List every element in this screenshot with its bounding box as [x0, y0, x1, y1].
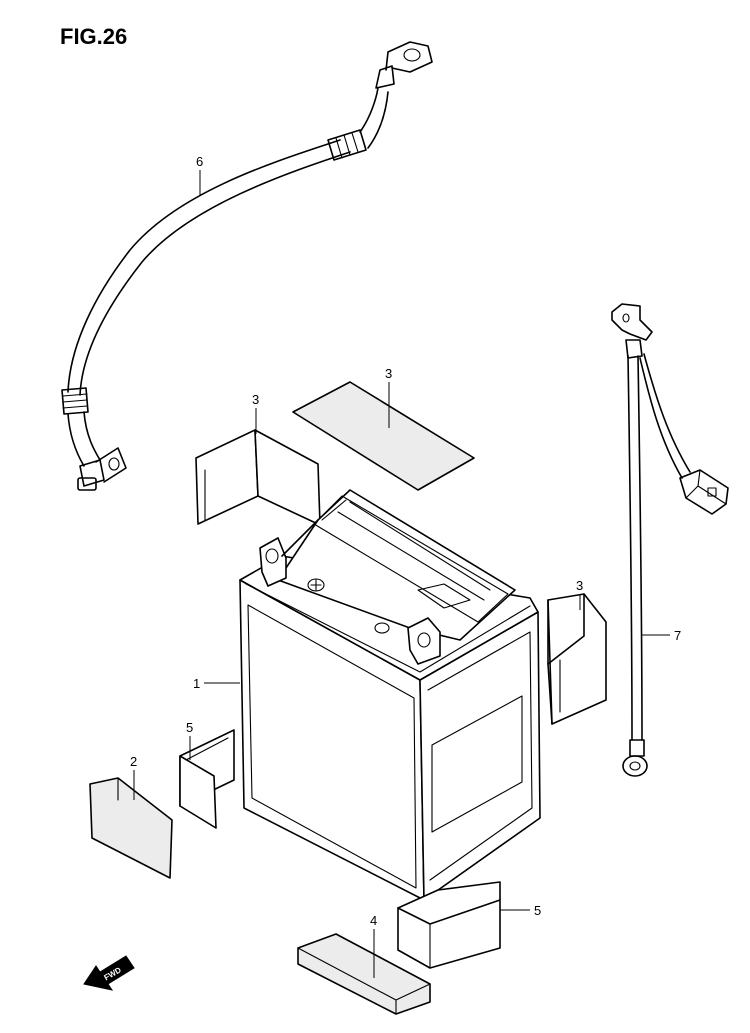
callout-3-right: 3 — [576, 578, 583, 610]
callout-7: 7 — [642, 628, 681, 643]
pad-part-3-right — [547, 593, 607, 725]
figure-title: FIG.26 — [60, 24, 127, 49]
callout-3-top: 3 — [385, 366, 392, 428]
pad-part-5-left — [179, 729, 235, 829]
callout-5-right: 5 — [500, 903, 541, 918]
fwd-arrow-icon: FWD — [83, 955, 135, 991]
pad-part-5-right — [397, 881, 501, 969]
battery-part-1 — [239, 489, 541, 901]
callout-6: 6 — [196, 154, 203, 196]
battery-cable-part-6 — [61, 41, 433, 491]
callout-5-left: 5 — [186, 720, 193, 760]
callout-4: 4 — [370, 913, 377, 978]
svg-text:6: 6 — [196, 154, 203, 169]
battery-cable-part-7 — [611, 303, 729, 777]
svg-text:7: 7 — [674, 628, 681, 643]
svg-text:3: 3 — [576, 578, 583, 593]
pad-part-3-top — [292, 381, 475, 491]
callout-3-left: 3 — [252, 392, 259, 434]
callout-1: 1 — [193, 676, 240, 691]
callout-2: 2 — [130, 754, 137, 800]
svg-text:5: 5 — [186, 720, 193, 735]
pad-part-2 — [89, 777, 173, 879]
pad-part-3-left — [195, 429, 321, 526]
svg-text:1: 1 — [193, 676, 200, 691]
svg-text:3: 3 — [385, 366, 392, 381]
svg-text:4: 4 — [370, 913, 377, 928]
svg-text:3: 3 — [252, 392, 259, 407]
svg-text:5: 5 — [534, 903, 541, 918]
pad-part-4 — [297, 933, 431, 1015]
svg-text:2: 2 — [130, 754, 137, 769]
